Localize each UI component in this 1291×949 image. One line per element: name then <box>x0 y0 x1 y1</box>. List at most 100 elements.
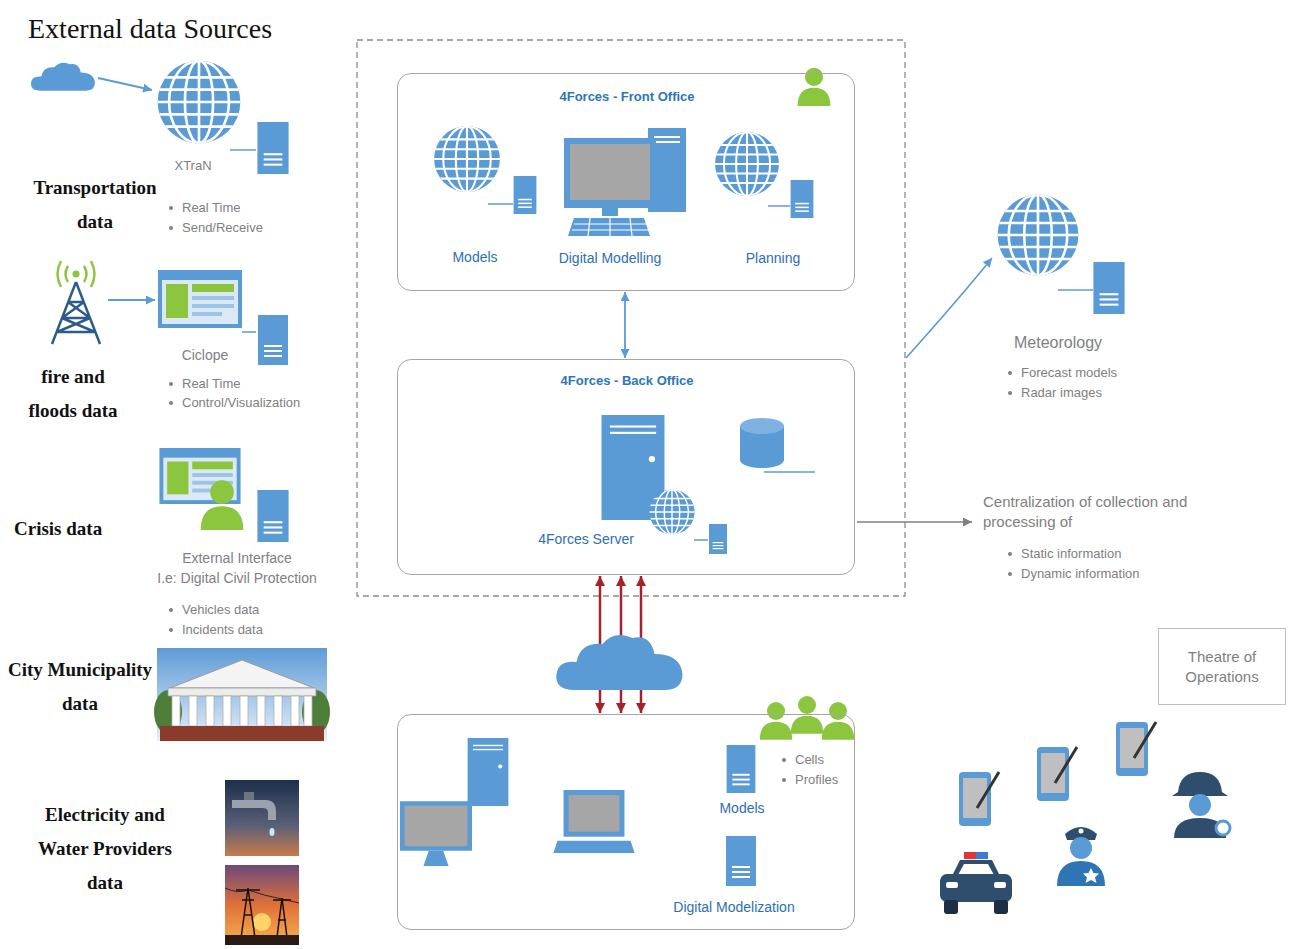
town-hall-photo <box>291 696 299 726</box>
tap-photo <box>225 780 299 856</box>
bullet-item: Control/Visualization <box>166 394 300 412</box>
tablet-icon <box>1116 722 1156 776</box>
antenna-icon <box>52 261 100 344</box>
front-office-box: 4Forces - Front OfficeModels Digital Mode… <box>397 73 855 291</box>
source-name: Electricity and Water Providers data <box>20 798 190 900</box>
town-hall-photo <box>304 696 312 726</box>
server-icon <box>258 315 288 365</box>
back-office-box: 4Forces - Back Office4Forces Server <box>397 359 855 575</box>
globe-icon <box>995 192 1081 278</box>
icon-label: 4Forces Server <box>538 531 634 547</box>
tap-photo <box>270 828 275 836</box>
laptop-icon <box>553 790 634 853</box>
person-icon <box>201 480 244 530</box>
feed-arrow <box>108 299 155 301</box>
bullet-item: Static information <box>1005 545 1121 563</box>
link-line <box>242 331 256 333</box>
source-name: fire and floods data <box>28 360 118 428</box>
cloud-icon <box>31 63 95 91</box>
town-hall-photo <box>223 696 231 726</box>
globe-icon <box>155 58 243 146</box>
town-hall-photo <box>170 660 314 688</box>
pylon-photo <box>225 888 299 903</box>
bullet-item: Real Time <box>166 375 241 393</box>
system-name: Ciclope <box>182 346 229 364</box>
system-name: Meteorology <box>1014 334 1102 352</box>
server-icon <box>791 180 814 218</box>
feed-arrow <box>98 78 152 90</box>
feed-arrow <box>906 258 992 358</box>
server-icon <box>726 836 756 886</box>
output-note: Centralization of collection and process… <box>983 492 1241 532</box>
globe-icon <box>432 124 502 194</box>
monitor-icon <box>400 801 472 866</box>
town-hall-photo <box>257 696 265 726</box>
link-line <box>1058 289 1093 291</box>
link-line <box>764 471 815 473</box>
tap-photo <box>232 800 276 820</box>
tap-photo <box>244 792 254 800</box>
client-box: CellsProfilesModelsDigital Modelization <box>397 714 855 930</box>
link-line <box>230 149 256 151</box>
link-line <box>768 205 790 207</box>
server-icon <box>709 524 727 554</box>
system-note: I.e: Digital Civil Protection <box>157 569 317 587</box>
globe-icon <box>713 130 781 198</box>
output-arrow <box>857 521 972 522</box>
tablet-icon <box>1037 747 1077 801</box>
icon-label: Models <box>719 800 764 816</box>
tablet-icon <box>959 772 999 826</box>
system-name: XTraN <box>174 157 211 175</box>
icon-label: Planning <box>746 250 801 266</box>
server-icon <box>514 176 537 214</box>
police-car-icon <box>940 852 1012 914</box>
source-name: City Municipality data <box>5 653 155 721</box>
town-hall-photo <box>274 696 282 726</box>
database-icon <box>740 418 784 468</box>
network-cloud <box>556 635 682 690</box>
town-hall-photo <box>160 726 324 741</box>
town-hall-photo <box>168 688 316 696</box>
server-icon <box>1093 262 1124 314</box>
bullet-item: Profiles <box>779 771 838 789</box>
system-name: External Interface <box>182 549 292 567</box>
bullet-item: Incidents data <box>166 621 263 639</box>
icon-label: Digital Modelling <box>559 250 662 266</box>
bullet-item: Real Time <box>166 199 241 217</box>
dashed-boundary <box>357 40 905 596</box>
server-icon <box>257 122 288 174</box>
town-hall-photo <box>240 696 248 726</box>
user-icon <box>760 702 792 740</box>
firefighter-icon <box>1172 772 1230 838</box>
pylon-photo <box>225 935 299 945</box>
section-heading: External data Sources <box>28 12 272 46</box>
police-officer-icon <box>1057 827 1105 886</box>
town-hall-photo <box>206 696 214 726</box>
globe-icon <box>648 488 696 536</box>
box-title: 4Forces - Front Office <box>559 89 694 104</box>
icon-label: Models <box>452 249 497 265</box>
bullet-item: Radar images <box>1005 384 1102 402</box>
town-hall-photo <box>154 648 330 741</box>
theatre-box: Theatre of Operations <box>1158 628 1286 705</box>
bullet-item: Dynamic information <box>1005 565 1140 583</box>
pylon-photo <box>225 865 299 945</box>
town-hall-photo <box>189 696 197 726</box>
pylon-photo <box>225 865 299 945</box>
bullet-item: Cells <box>779 751 824 769</box>
screen-icon <box>158 270 242 328</box>
user-icon <box>822 702 854 740</box>
bullet-item: Forecast models <box>1005 364 1117 382</box>
pylon-photo <box>253 913 271 931</box>
server-icon <box>727 745 756 793</box>
source-name: Crisis data <box>14 512 102 546</box>
workstation-icon <box>564 128 686 236</box>
box-title: Theatre of Operations <box>1167 647 1277 687</box>
source-name: Transportation data <box>20 171 170 239</box>
town-hall-photo <box>157 648 327 741</box>
bullet-item: Send/Receive <box>166 219 263 237</box>
link-line <box>694 539 708 541</box>
